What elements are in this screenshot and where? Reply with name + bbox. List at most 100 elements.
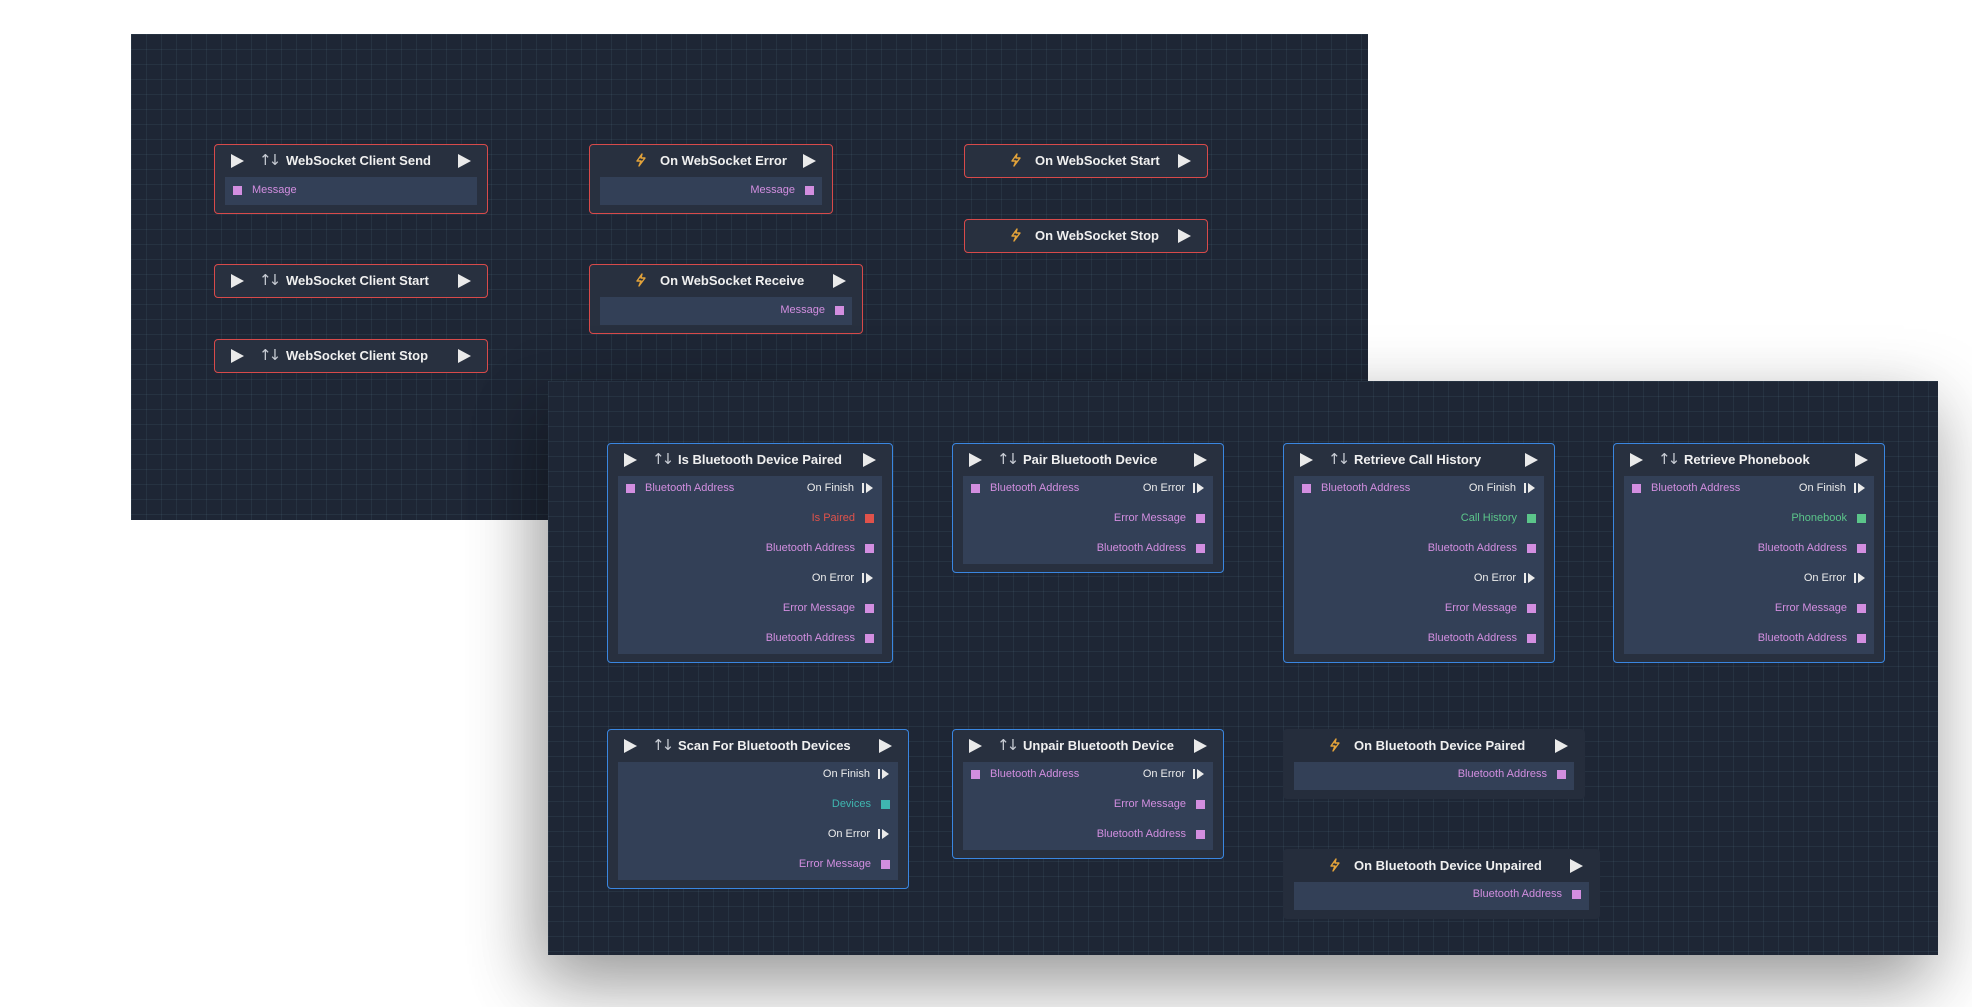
pin-on-error[interactable]: On Error (828, 827, 890, 841)
pin-bluetooth-address-out[interactable]: Bluetooth Address (766, 541, 874, 555)
exec-out-icon[interactable] (803, 154, 816, 168)
exec-out-icon[interactable] (458, 274, 471, 288)
node-on-bluetooth-device-unpaired[interactable]: On Bluetooth Device Unpaired Bluetooth A… (1283, 849, 1600, 919)
node-on-websocket-stop[interactable]: On WebSocket Stop (964, 219, 1208, 253)
node-retrieve-phonebook[interactable]: ↑↓ Retrieve Phonebook Bluetooth Address … (1613, 443, 1885, 663)
string-pin-icon[interactable] (1857, 633, 1866, 643)
node-unpair-bluetooth-device[interactable]: ↑↓ Unpair Bluetooth Device Bluetooth Add… (952, 729, 1224, 859)
pin-message[interactable]: Message (233, 183, 297, 197)
string-pin-icon[interactable] (1302, 483, 1311, 493)
exec-out-icon[interactable] (1555, 739, 1568, 753)
node-websocket-client-send[interactable]: ↑↓ WebSocket Client Send Message (214, 144, 488, 214)
exec-pin-icon[interactable] (862, 483, 874, 493)
pin-on-error[interactable]: On Error (1143, 767, 1205, 781)
array-pin-icon[interactable] (1527, 513, 1536, 523)
pin-bluetooth-address-in[interactable]: Bluetooth Address (1632, 481, 1740, 495)
string-pin-icon[interactable] (865, 543, 874, 553)
pin-bluetooth-address-out[interactable]: Bluetooth Address (766, 631, 874, 645)
exec-pin-icon[interactable] (1193, 769, 1205, 779)
pin-bluetooth-address-out[interactable]: Bluetooth Address (1097, 541, 1205, 555)
pin-bluetooth-address-in[interactable]: Bluetooth Address (626, 481, 734, 495)
string-pin-icon[interactable] (233, 185, 242, 195)
exec-in-icon[interactable] (1300, 453, 1313, 467)
exec-pin-icon[interactable] (1524, 483, 1536, 493)
node-on-websocket-receive[interactable]: On WebSocket Receive Message (589, 264, 863, 334)
string-pin-icon[interactable] (1632, 483, 1641, 493)
exec-in-icon[interactable] (1630, 453, 1643, 467)
string-pin-icon[interactable] (1196, 513, 1205, 523)
exec-out-icon[interactable] (863, 453, 876, 467)
pin-on-error[interactable]: On Error (1474, 571, 1536, 585)
pin-error-message[interactable]: Error Message (799, 857, 890, 871)
string-pin-icon[interactable] (971, 483, 980, 493)
pin-on-finish[interactable]: On Finish (823, 767, 890, 781)
pin-message[interactable]: Message (780, 303, 844, 317)
string-pin-icon[interactable] (835, 305, 844, 315)
array-pin-icon[interactable] (1857, 513, 1866, 523)
pin-bluetooth-address-in[interactable]: Bluetooth Address (971, 767, 1079, 781)
exec-out-icon[interactable] (1525, 453, 1538, 467)
pin-devices[interactable]: Devices (832, 797, 890, 811)
pin-bluetooth-address-out[interactable]: Bluetooth Address (1758, 631, 1866, 645)
exec-out-icon[interactable] (879, 739, 892, 753)
pin-is-paired[interactable]: Is Paired (812, 511, 874, 525)
string-pin-icon[interactable] (1857, 603, 1866, 613)
string-pin-icon[interactable] (1572, 889, 1581, 899)
pin-error-message[interactable]: Error Message (1775, 601, 1866, 615)
string-pin-icon[interactable] (971, 769, 980, 779)
node-retrieve-call-history[interactable]: ↑↓ Retrieve Call History Bluetooth Addre… (1283, 443, 1555, 663)
bool-pin-icon[interactable] (865, 513, 874, 523)
pin-call-history[interactable]: Call History (1461, 511, 1536, 525)
exec-pin-icon[interactable] (1524, 573, 1536, 583)
exec-in-icon[interactable] (231, 349, 244, 363)
pin-bluetooth-address-out[interactable]: Bluetooth Address (1428, 541, 1536, 555)
string-pin-icon[interactable] (1527, 543, 1536, 553)
pin-bluetooth-address-out[interactable]: Bluetooth Address (1473, 887, 1581, 901)
string-pin-icon[interactable] (1196, 543, 1205, 553)
pin-bluetooth-address-out[interactable]: Bluetooth Address (1428, 631, 1536, 645)
pin-phonebook[interactable]: Phonebook (1791, 511, 1866, 525)
pin-bluetooth-address-out[interactable]: Bluetooth Address (1458, 767, 1566, 781)
node-websocket-client-start[interactable]: ↑↓ WebSocket Client Start (214, 264, 488, 298)
node-on-websocket-start[interactable]: On WebSocket Start (964, 144, 1208, 178)
pin-on-finish[interactable]: On Finish (1469, 481, 1536, 495)
exec-in-icon[interactable] (624, 453, 637, 467)
exec-out-icon[interactable] (1194, 453, 1207, 467)
exec-in-icon[interactable] (231, 154, 244, 168)
bluetooth-graph-canvas[interactable]: ↑↓ Is Bluetooth Device Paired Bluetooth … (548, 381, 1938, 955)
exec-pin-icon[interactable] (878, 829, 890, 839)
pin-error-message[interactable]: Error Message (1114, 797, 1205, 811)
node-pair-bluetooth-device[interactable]: ↑↓ Pair Bluetooth Device Bluetooth Addre… (952, 443, 1224, 573)
websocket-graph-canvas[interactable]: ↑↓ WebSocket Client Send Message ↑↓ WebS… (131, 34, 1368, 520)
pin-error-message[interactable]: Error Message (783, 601, 874, 615)
string-pin-icon[interactable] (1196, 829, 1205, 839)
exec-pin-icon[interactable] (1854, 483, 1866, 493)
node-websocket-client-stop[interactable]: ↑↓ WebSocket Client Stop (214, 339, 488, 373)
exec-in-icon[interactable] (969, 453, 982, 467)
pin-error-message[interactable]: Error Message (1445, 601, 1536, 615)
string-pin-icon[interactable] (626, 483, 635, 493)
node-is-bluetooth-device-paired[interactable]: ↑↓ Is Bluetooth Device Paired Bluetooth … (607, 443, 893, 663)
exec-in-icon[interactable] (231, 274, 244, 288)
string-pin-icon[interactable] (1557, 769, 1566, 779)
exec-out-icon[interactable] (1194, 739, 1207, 753)
pin-bluetooth-address-in[interactable]: Bluetooth Address (1302, 481, 1410, 495)
string-pin-icon[interactable] (881, 859, 890, 869)
string-pin-icon[interactable] (1196, 799, 1205, 809)
pin-on-error[interactable]: On Error (1143, 481, 1205, 495)
exec-out-icon[interactable] (458, 349, 471, 363)
exec-in-icon[interactable] (969, 739, 982, 753)
pin-message[interactable]: Message (750, 183, 814, 197)
pin-on-error[interactable]: On Error (812, 571, 874, 585)
pin-bluetooth-address-out[interactable]: Bluetooth Address (1097, 827, 1205, 841)
string-pin-icon[interactable] (805, 185, 814, 195)
string-pin-icon[interactable] (865, 633, 874, 643)
exec-out-icon[interactable] (1178, 154, 1191, 168)
node-scan-for-bluetooth-devices[interactable]: ↑↓ Scan For Bluetooth Devices On Finish … (607, 729, 909, 889)
exec-out-icon[interactable] (1178, 229, 1191, 243)
exec-pin-icon[interactable] (1193, 483, 1205, 493)
string-pin-icon[interactable] (1527, 603, 1536, 613)
string-pin-icon[interactable] (865, 603, 874, 613)
string-pin-icon[interactable] (1857, 543, 1866, 553)
exec-out-icon[interactable] (1855, 453, 1868, 467)
